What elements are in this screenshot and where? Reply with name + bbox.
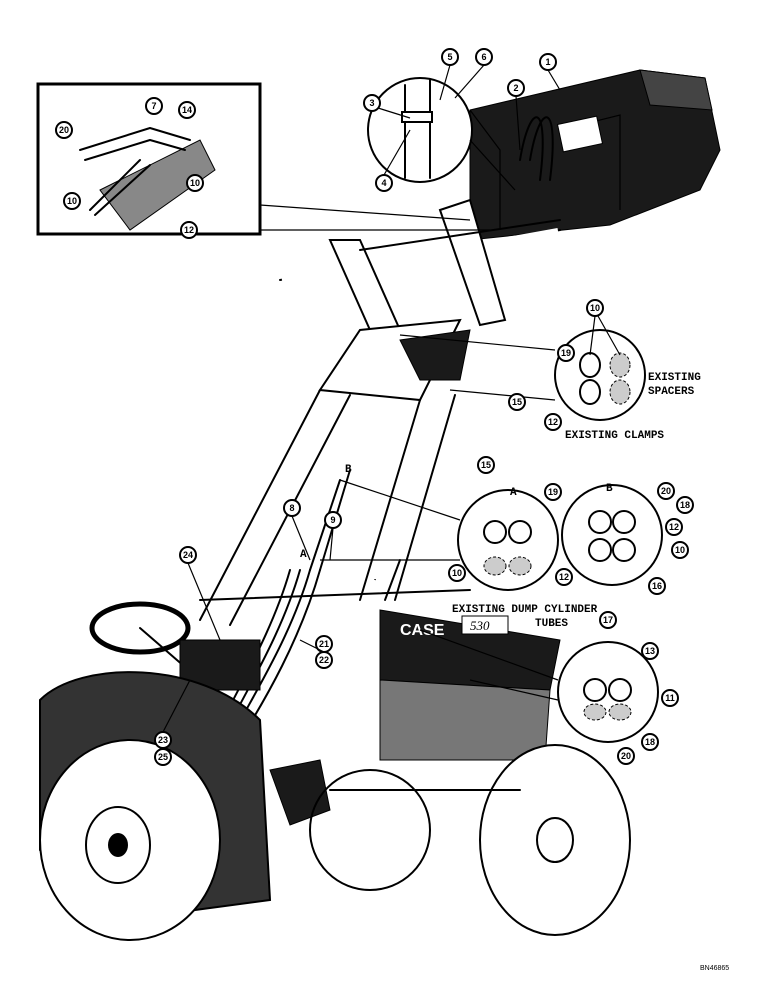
- detail-circle-top: [367, 77, 516, 191]
- callout-5: 5: [441, 48, 459, 66]
- svg-text:1: 1: [545, 57, 550, 67]
- svg-text:15: 15: [481, 460, 491, 470]
- svg-text:10: 10: [675, 545, 685, 555]
- callout-12b: 12: [544, 413, 562, 431]
- callout-15b: 15: [477, 456, 495, 474]
- callout-23: 23: [154, 731, 172, 749]
- detail-circle-spacers: [399, 329, 646, 421]
- svg-text:19: 19: [561, 348, 571, 358]
- svg-text:10: 10: [67, 196, 77, 206]
- svg-text:24: 24: [183, 550, 193, 560]
- svg-text:21: 21: [319, 639, 329, 649]
- callout-13: 13: [641, 642, 659, 660]
- svg-text:3: 3: [369, 98, 374, 108]
- callout-15a: 15: [508, 393, 526, 411]
- svg-text:14: 14: [182, 105, 192, 115]
- svg-text:19: 19: [548, 487, 558, 497]
- steering-wheel: [89, 601, 191, 655]
- callout-20a: 20: [55, 121, 73, 139]
- svg-text:12: 12: [184, 225, 194, 235]
- tractor: CASE 530: [39, 601, 631, 941]
- svg-text:17: 17: [603, 615, 613, 625]
- callout-25: 25: [154, 748, 172, 766]
- callout-24: 24: [179, 546, 197, 564]
- callout-10b: 10: [448, 564, 466, 582]
- callout-10c: 10: [671, 541, 689, 559]
- callout-12d: 12: [665, 518, 683, 536]
- callout-3: 3: [363, 94, 381, 112]
- loader-frame: [199, 198, 561, 826]
- callout-20c: 20: [617, 747, 635, 765]
- callout-19a: 19: [557, 344, 575, 362]
- svg-text:25: 25: [158, 752, 168, 762]
- svg-text:22: 22: [319, 655, 329, 665]
- callout-1: 1: [539, 53, 557, 71]
- svg-text:12: 12: [548, 417, 558, 427]
- detail-a-label: A: [510, 487, 517, 499]
- existing-dump-label-1: EXISTING DUMP CYLINDER: [452, 604, 598, 616]
- existing-spacers-label-1: EXISTING: [648, 372, 701, 384]
- svg-text:23: 23: [158, 735, 168, 745]
- svg-text:10: 10: [190, 178, 200, 188]
- svg-text:20: 20: [621, 751, 631, 761]
- callout-16: 16: [648, 577, 666, 595]
- callout-10e: 10: [186, 174, 204, 192]
- svg-text:12: 12: [559, 572, 569, 582]
- detail-circle-b: [561, 484, 663, 586]
- callout-10d: 10: [63, 192, 81, 210]
- svg-text:20: 20: [661, 486, 671, 496]
- svg-text:5: 5: [447, 52, 452, 62]
- callout-17: 17: [599, 611, 617, 629]
- existing-dump-label-2: TUBES: [535, 618, 568, 630]
- existing-spacers-label-2: SPACERS: [648, 386, 695, 398]
- svg-text:6: 6: [481, 52, 486, 62]
- svg-text:20: 20: [59, 125, 69, 135]
- svg-text:13: 13: [645, 646, 655, 656]
- marker-a-label: A: [300, 549, 307, 561]
- svg-text:8: 8: [289, 503, 294, 513]
- detail-circle-a: [320, 479, 559, 591]
- callout-10a: 10: [586, 299, 604, 317]
- callout-2: 2: [507, 79, 525, 97]
- drawing-id: BN46865: [700, 965, 729, 972]
- svg-text:18: 18: [645, 737, 655, 747]
- callout-22: 22: [315, 651, 333, 669]
- callout-19b: 19: [544, 483, 562, 501]
- callout-20b: 20: [657, 482, 675, 500]
- detail-circle-lower: [419, 629, 659, 743]
- callout-14: 14: [178, 101, 196, 119]
- callout-8: 8: [283, 499, 301, 517]
- callout-12c: 12: [555, 568, 573, 586]
- svg-text:10: 10: [452, 568, 462, 578]
- svg-text:2: 2: [513, 83, 518, 93]
- svg-text:18: 18: [680, 500, 690, 510]
- callout-6: 6: [475, 48, 493, 66]
- svg-text:4: 4: [381, 178, 386, 188]
- callout-7: 7: [145, 97, 163, 115]
- loader-bucket: [469, 69, 721, 241]
- existing-clamps-label: EXISTING CLAMPS: [565, 430, 664, 442]
- svg-text:11: 11: [665, 693, 675, 703]
- svg-text:9: 9: [330, 515, 335, 525]
- callout-12a: 12: [180, 221, 198, 239]
- callout-4: 4: [375, 174, 393, 192]
- model-badge: 530: [470, 618, 490, 633]
- svg-text:15: 15: [512, 397, 522, 407]
- svg-text:10: 10: [590, 303, 600, 313]
- callout-11: 11: [661, 689, 679, 707]
- callout-9: 9: [324, 511, 342, 529]
- marker-b-label: B: [345, 464, 352, 476]
- detail-b-label: B: [606, 483, 613, 495]
- svg-text:16: 16: [652, 581, 662, 591]
- callout-18b: 18: [676, 496, 694, 514]
- leader-lines: [162, 64, 621, 733]
- svg-text:7: 7: [151, 101, 156, 111]
- svg-text:12: 12: [669, 522, 679, 532]
- callout-18a: 18: [641, 733, 659, 751]
